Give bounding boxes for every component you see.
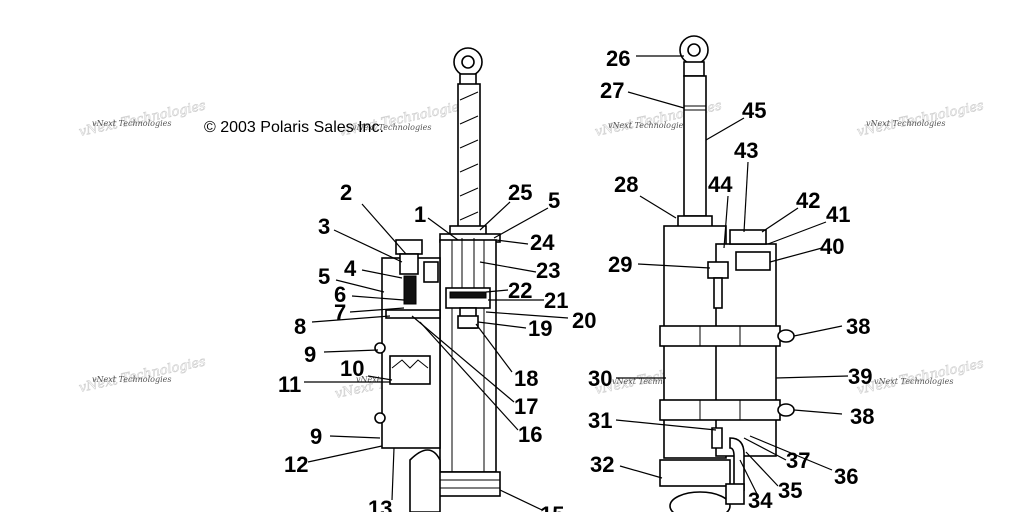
svg-text:vNext Technologies: vNext Technologies: [612, 377, 691, 386]
callout-label: 42: [796, 188, 820, 213]
svg-text:vNext Technologies: vNext Technologies: [866, 119, 945, 128]
callout-label: 36: [834, 464, 858, 489]
callout-label: 9: [304, 342, 316, 367]
callout-label: 5: [548, 188, 560, 213]
callout-label: 6: [334, 282, 346, 307]
callout-label: 44: [708, 172, 733, 197]
watermark: vNext Technologies vNext Technologies: [855, 356, 985, 398]
callout-label: 8: [294, 314, 306, 339]
callout-label: 26: [606, 46, 630, 71]
callout-label: 13: [368, 496, 392, 512]
watermark: vNext Technologies vNext Technologies: [855, 98, 985, 140]
callout-label: 32: [590, 452, 614, 477]
copyright-text: © 2003 Polaris Sales Inc.: [204, 119, 384, 136]
callout-label: 4: [344, 256, 357, 281]
callout-label: 41: [826, 202, 850, 227]
callout-label: 24: [530, 230, 555, 255]
callout-label: 10: [340, 356, 364, 381]
callout-label: 18: [514, 366, 538, 391]
callout-label: 2: [340, 180, 352, 205]
callout-label: 16: [518, 422, 542, 447]
callout-label: 23: [536, 258, 560, 283]
callout-label: 38: [846, 314, 870, 339]
callout-label: 20: [572, 308, 596, 333]
callout-label: 1: [414, 202, 426, 227]
leader-lines: [304, 55, 849, 511]
svg-text:vNext Technologies: vNext Technologies: [92, 119, 171, 128]
left-shock-assembly: [374, 47, 501, 512]
callout-label: 21: [544, 288, 568, 313]
callout-label: 29: [608, 252, 632, 277]
callout-label: 45: [742, 98, 766, 123]
callout-label: 27: [600, 78, 624, 103]
callout-label: 9: [310, 424, 322, 449]
callout-label: 19: [528, 316, 552, 341]
watermark: vNext Technologies vNext Technologies: [77, 98, 207, 140]
callout-label: 43: [734, 138, 758, 163]
callout-label: 17: [514, 394, 538, 419]
callout-label: 5: [318, 264, 330, 289]
svg-text:vNext Technologies: vNext Technologies: [608, 121, 687, 130]
svg-text:vNext Technologies: vNext Technologies: [92, 375, 171, 384]
right-shock-assembly: [659, 35, 795, 512]
callout-label: 28: [614, 172, 638, 197]
callout-label: 35: [778, 478, 802, 503]
callout-label: 34: [748, 488, 773, 512]
callout-label: 11: [278, 372, 301, 397]
callout-label: 22: [508, 278, 532, 303]
callout-label: 25: [508, 180, 532, 205]
callout-label: 7: [334, 300, 346, 325]
callout-labels: 1 2 3 4 5 5 6 7 8 9 9 10 11 12 13 15 16 …: [278, 46, 874, 512]
callout-label: 40: [820, 234, 844, 259]
callout-label: 12: [284, 452, 308, 477]
callout-label: 15: [540, 502, 564, 512]
callout-label: 3: [318, 214, 330, 239]
watermark: vNext Technologies vNext Technologies: [77, 354, 207, 396]
callout-label: 37: [786, 448, 810, 473]
svg-text:vNext Technologies: vNext Technologies: [352, 123, 431, 132]
callout-label: 38: [850, 404, 874, 429]
callout-label: 30: [588, 366, 612, 391]
svg-text:vNext Technologies: vNext Technologies: [874, 377, 953, 386]
callout-label: 39: [848, 364, 872, 389]
callout-label: 31: [588, 408, 612, 433]
